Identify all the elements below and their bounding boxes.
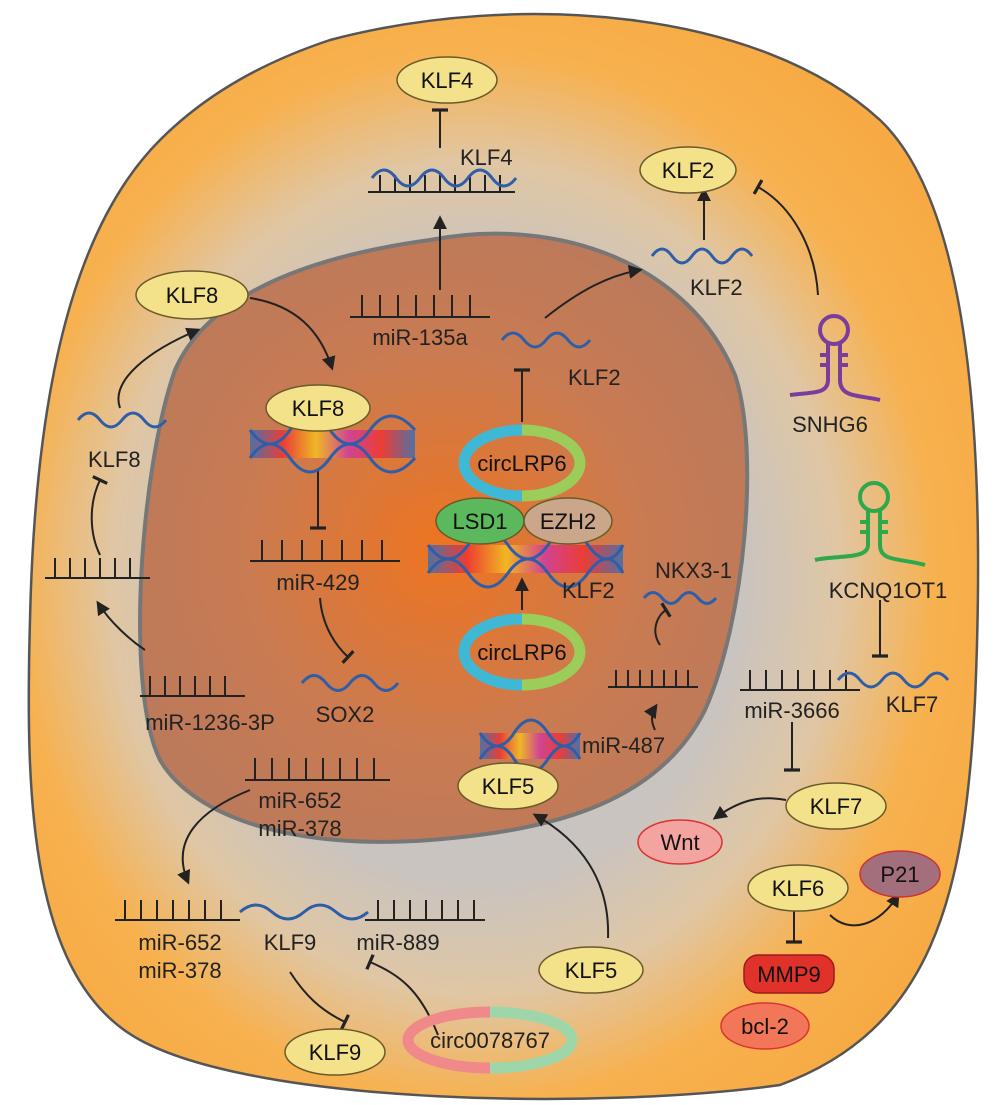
kcnq1ot1-label: KCNQ1OT1 (829, 578, 948, 603)
p21-protein (859, 850, 941, 898)
mrna-sox2 (300, 674, 400, 692)
dna-klf5 (478, 718, 582, 774)
klf5-cyto-label: KLF5 (565, 958, 618, 983)
lsd1-label: LSD1 (452, 509, 507, 534)
wnt-protein (637, 819, 723, 865)
klf2-mrna-nuc-label: KLF2 (568, 365, 621, 390)
mrna-klf2-nuc (500, 331, 592, 349)
klf4-gene-label: KLF4 (460, 145, 513, 170)
circlrp6-lower (458, 613, 586, 691)
mmp9-label: MMP9 (757, 962, 821, 987)
klf6-protein (747, 864, 849, 912)
mir135a-label: miR-135a (372, 325, 468, 350)
mir487-label: miR-487 (582, 733, 665, 758)
circ0078767-ring (402, 1006, 578, 1074)
gene-bars (45, 175, 860, 921)
klf8-protein-cyto-label: KLF8 (166, 283, 219, 308)
sox2-label: SOX2 (316, 702, 375, 727)
mrna-klf9 (239, 903, 369, 921)
klf9-mrna-label: KLF9 (264, 930, 317, 955)
klf5-protein-nuc (457, 762, 559, 810)
dna-klf2 (426, 529, 625, 589)
klf4-protein (396, 56, 498, 104)
kcnq1ot1-lncrna (814, 481, 926, 567)
mir429-label: miR-429 (276, 570, 359, 595)
ezh2-label: EZH2 (540, 509, 596, 534)
mrna-klf4 (370, 168, 518, 188)
klf2-protein (639, 146, 737, 194)
mir378-nuc-label: miR-378 (258, 816, 341, 841)
mrna-nkx31 (642, 591, 718, 605)
circ0078767-label: circ0078767 (430, 1028, 550, 1053)
nucleus (138, 231, 750, 844)
klf8-mrna-label: KLF8 (88, 447, 141, 472)
klf2-protein-label: KLF2 (662, 158, 715, 183)
mrna-klf2-cyto (650, 247, 754, 265)
mrna-klf7 (836, 671, 950, 689)
klf5-protein-cyto (538, 946, 644, 994)
circlrp6-lower-label: circLRP6 (477, 640, 566, 665)
klf5-nuc-label: KLF5 (482, 774, 535, 799)
bar-klf8-upstream (45, 558, 150, 579)
mrna-waves (76, 168, 950, 921)
bcl2-protein (720, 1002, 810, 1050)
klf7-protein (785, 782, 887, 830)
klf8-protein-cyto (135, 270, 249, 320)
klf7-mrna-label: KLF7 (886, 692, 939, 717)
klf6-label: KLF6 (772, 876, 825, 901)
mir3666-label: miR-3666 (744, 698, 839, 723)
bcl2-label: bcl-2 (741, 1014, 789, 1039)
bar-mir487 (608, 670, 698, 688)
pathway-edges (90, 108, 900, 1036)
nkx31-label: NKX3-1 (655, 558, 732, 583)
circlrp6-upper (458, 424, 586, 502)
p21-label: P21 (880, 862, 919, 887)
bar-mir135a (350, 295, 490, 318)
bar-mir429 (250, 540, 400, 562)
klf2-mrna-cyto-label: KLF2 (690, 275, 743, 300)
snhg6-label: SNHG6 (792, 412, 868, 437)
klf2-dna-label: KLF2 (562, 578, 615, 603)
mir889-label: miR-889 (356, 930, 439, 955)
bar-mir652-cytoplasm (115, 900, 240, 921)
klf8-protein-nuc (265, 384, 371, 432)
bar-mir1236 (140, 676, 245, 697)
ezh2-protein (523, 497, 613, 545)
mir1236-label: miR-1236-3P (145, 710, 275, 735)
mir378-cyto-label: miR-378 (138, 958, 221, 983)
circlrp6-upper-label: circLRP6 (477, 451, 566, 476)
proteins (135, 56, 941, 1076)
mir652-nuc-label: miR-652 (258, 788, 341, 813)
klf9-protein (284, 1028, 386, 1076)
klf9-protein-label: KLF9 (309, 1040, 362, 1065)
mir652-cyto-label: miR-652 (138, 930, 221, 955)
mmp9-protein (743, 954, 835, 994)
bar-mir889 (365, 900, 485, 921)
labels: KLF4 KLF4 KLF2 KLF2 KLF8 miR-135a KLF2 K… (88, 68, 947, 1065)
wnt-label: Wnt (660, 830, 699, 855)
snhg6-lncrna (789, 314, 881, 402)
bar-mir652-nucleus (245, 758, 390, 781)
klf7-protein-label: KLF7 (810, 794, 863, 819)
klf8-protein-nuc-label: KLF8 (292, 396, 345, 421)
mrna-klf8 (76, 411, 168, 429)
bar-mir3666 (740, 670, 860, 691)
klf4-protein-label: KLF4 (421, 68, 474, 93)
